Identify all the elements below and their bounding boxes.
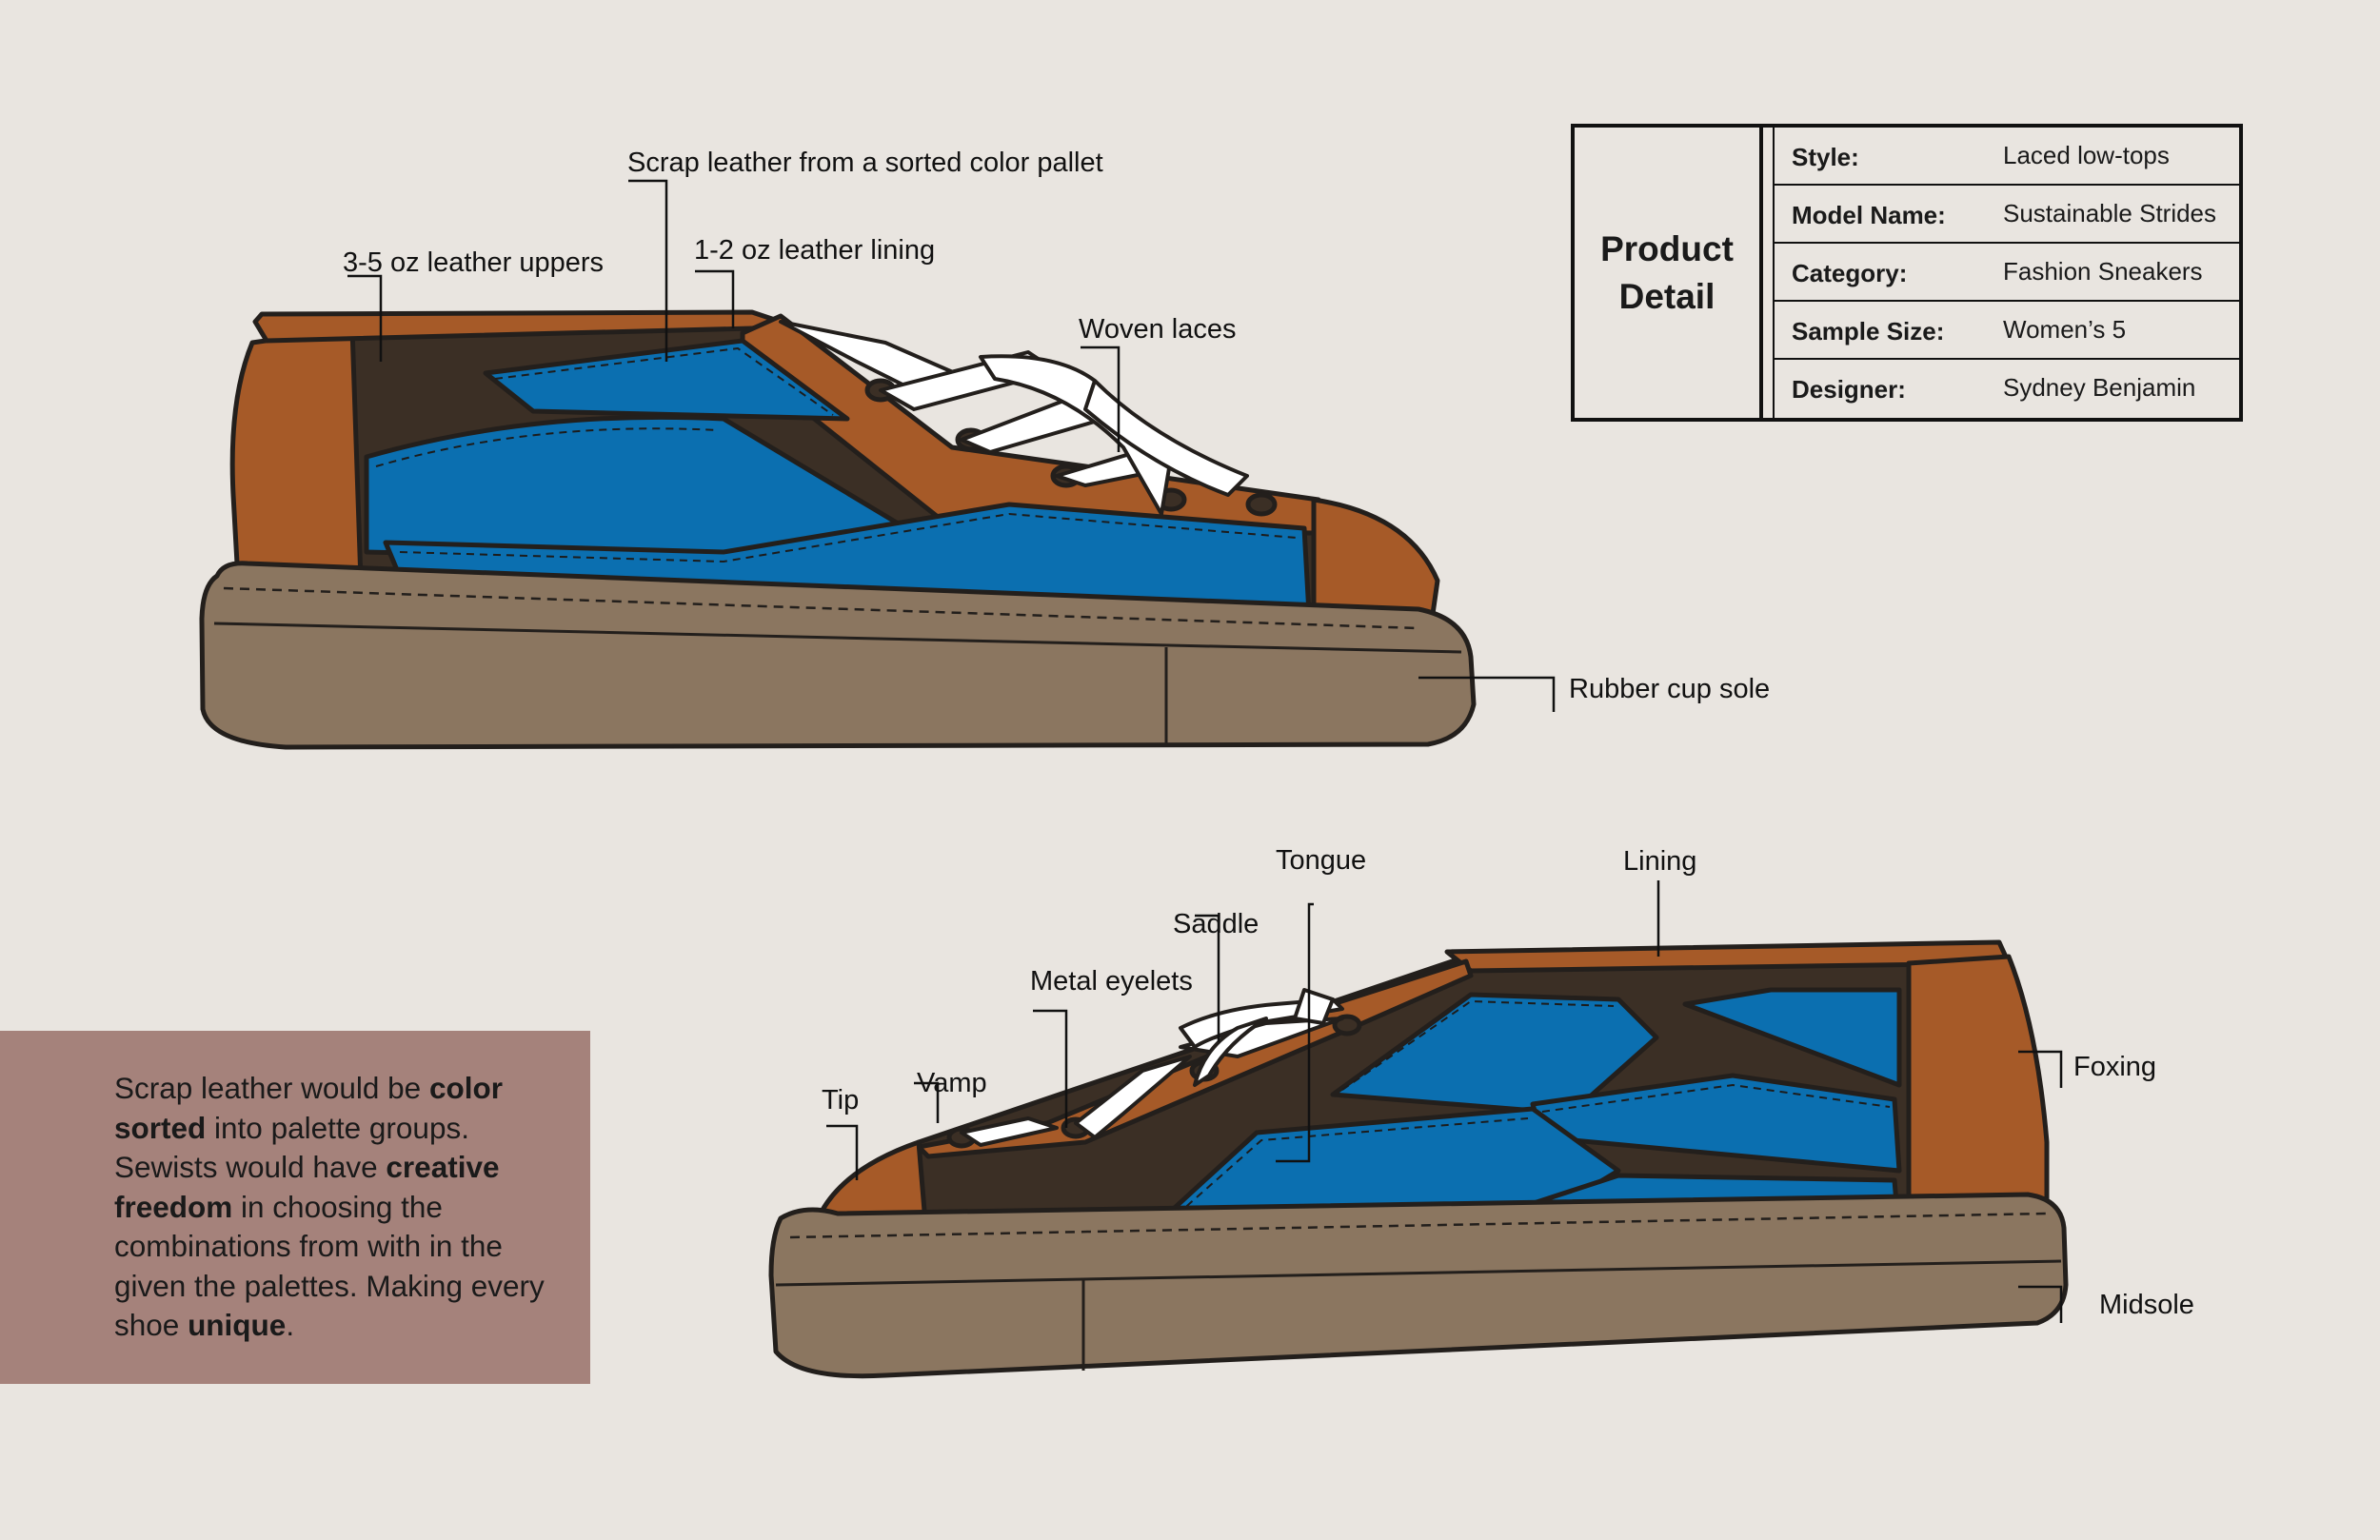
label-tongue: Tongue: [1276, 845, 1367, 876]
spec-row-designer: Designer: Sydney Benjamin: [1775, 360, 2239, 418]
top-sole: [199, 561, 1477, 750]
spec-value: Sydney Benjamin: [2003, 373, 2196, 402]
product-detail-table: Product Detail Style: Laced low-tops Mod…: [1571, 124, 2243, 422]
leader-lines: [347, 179, 2063, 1323]
product-detail-title: Product Detail: [1600, 228, 1734, 316]
label-woven-laces: Woven laces: [1079, 314, 1237, 345]
label-saddle: Saddle: [1173, 909, 1259, 939]
top-blue-panel-1: [483, 338, 850, 422]
design-note-text: Scrap leather would be color sorted into…: [114, 1069, 571, 1346]
spec-value: Laced low-tops: [2003, 141, 2170, 169]
top-toe-cap: [1311, 497, 1440, 622]
note-part: .: [286, 1308, 295, 1342]
spec-key: Model Name:: [1792, 201, 1946, 229]
bottom-blue-panel-2: [1682, 987, 1902, 1088]
label-metal-eyelets: Metal eyelets: [1030, 966, 1193, 997]
spec-key: Category:: [1792, 259, 1908, 287]
note-part-bold: creative freedom: [114, 1150, 500, 1224]
product-detail-rows: Style: Laced low-tops Model Name: Sustai…: [1773, 128, 2239, 418]
bottom-shoe: [768, 939, 2069, 1379]
spec-value: Sustainable Strides: [2003, 199, 2217, 227]
label-scrap-leather: Scrap leather from a sorted color pallet: [627, 148, 1103, 178]
label-midsole: Midsole: [2099, 1290, 2194, 1320]
spec-key: Style:: [1792, 143, 1859, 171]
bottom-laces: [960, 988, 1344, 1147]
label-lining: Lining: [1623, 846, 1697, 877]
spec-row-model-name: Model Name: Sustainable Strides: [1775, 186, 2239, 244]
bottom-sole: [768, 1192, 2069, 1379]
top-shoe: [199, 309, 1477, 750]
spec-key: Designer:: [1792, 375, 1906, 404]
spec-value: Women’s 5: [2003, 315, 2127, 344]
spec-row-sample-size: Sample Size: Women’s 5: [1775, 302, 2239, 360]
label-rubber-cup-sole: Rubber cup sole: [1569, 674, 1771, 704]
note-part: into palette groups. Sewists would have: [114, 1110, 469, 1185]
note-part: Scrap leather would be: [114, 1071, 429, 1105]
note-part-bold: color sorted: [114, 1071, 503, 1145]
note-part: in choosing the combinations from with i…: [114, 1189, 545, 1343]
spec-row-style: Style: Laced low-tops: [1775, 128, 2239, 186]
label-foxing: Foxing: [2073, 1052, 2157, 1082]
design-note-box: Scrap leather would be color sorted into…: [0, 1031, 590, 1384]
label-leather-uppers: 3-5 oz leather uppers: [343, 247, 605, 278]
product-detail-title-cell: Product Detail: [1575, 128, 1763, 418]
spec-value: Fashion Sneakers: [2003, 257, 2203, 286]
spec-row-category: Category: Fashion Sneakers: [1775, 244, 2239, 302]
note-part-bold: unique: [188, 1308, 287, 1342]
label-vamp: Vamp: [917, 1068, 987, 1098]
top-blue-panel-2: [364, 414, 917, 564]
label-leather-lining: 1-2 oz leather lining: [694, 235, 936, 266]
top-laces: [779, 320, 1249, 516]
label-tip: Tip: [822, 1085, 860, 1116]
spec-key: Sample Size:: [1792, 317, 1945, 346]
